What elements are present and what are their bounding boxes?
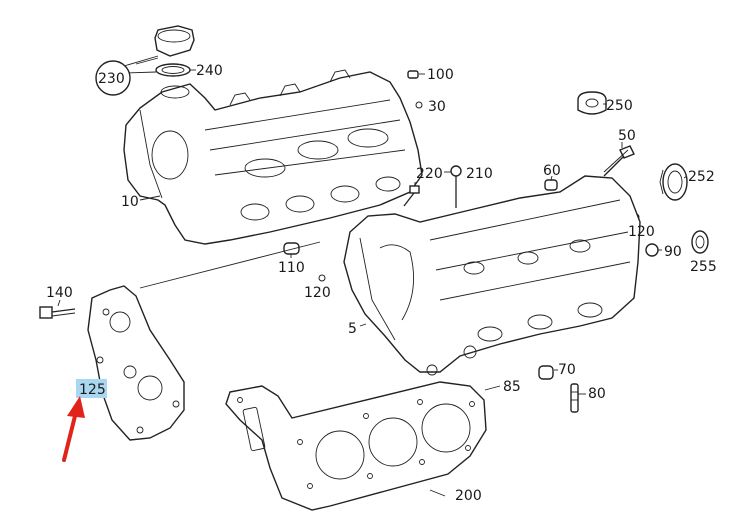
- upper-cylinder-head[interactable]: [123, 69, 423, 245]
- timing-cover-plate[interactable]: [87, 285, 185, 441]
- label-60: 60: [543, 163, 561, 179]
- red-arrow-icon: [62, 396, 85, 462]
- label-220: 220: [416, 166, 443, 182]
- highlight-box: [76, 379, 107, 398]
- plug-30[interactable]: [415, 101, 423, 109]
- leader-lines: [57, 57, 688, 497]
- label-250: 250: [606, 98, 633, 114]
- lower-cylinder-head[interactable]: [343, 175, 641, 376]
- sleeve-110[interactable]: [283, 242, 300, 255]
- label-252: 252: [688, 169, 715, 185]
- label-70: 70: [558, 362, 576, 378]
- bolt-220[interactable]: [403, 185, 420, 207]
- callout-circle-230: [95, 60, 131, 96]
- gear-255[interactable]: [691, 230, 709, 254]
- stud-100[interactable]: [407, 70, 419, 79]
- label-80: 80: [588, 386, 606, 402]
- sleeve-60[interactable]: [544, 179, 558, 191]
- gear-252[interactable]: [659, 163, 688, 201]
- label-240: 240: [196, 63, 223, 79]
- label-90: 90: [664, 244, 682, 260]
- label-30: 30: [428, 99, 446, 115]
- label-100: 100: [427, 67, 454, 83]
- stud-80[interactable]: [570, 383, 579, 413]
- bolt-50[interactable]: [603, 145, 635, 177]
- sleeve-70[interactable]: [538, 365, 554, 380]
- label-230: 230: [98, 71, 125, 87]
- oil-filler-cap[interactable]: [154, 25, 195, 57]
- label-125: 125: [79, 382, 106, 398]
- label-140: 140: [46, 285, 73, 301]
- cap-250[interactable]: [577, 91, 607, 115]
- bolt-210[interactable]: [450, 165, 462, 208]
- label-120-lower: 120: [304, 285, 331, 301]
- cap-seal-ring[interactable]: [155, 63, 191, 77]
- label-50: 50: [618, 128, 636, 144]
- label-85: 85: [503, 379, 521, 395]
- plug-120-lower[interactable]: [318, 274, 326, 282]
- label-210: 210: [466, 166, 493, 182]
- label-255: 255: [690, 259, 717, 275]
- seal-90[interactable]: [645, 243, 659, 257]
- label-200: 200: [455, 488, 482, 504]
- head-gasket[interactable]: [225, 381, 487, 511]
- label-120-upper: 120: [628, 224, 655, 240]
- label-5: 5: [348, 321, 357, 337]
- label-110: 110: [278, 260, 305, 276]
- label-10: 10: [121, 194, 139, 210]
- bolt-140[interactable]: [39, 306, 76, 319]
